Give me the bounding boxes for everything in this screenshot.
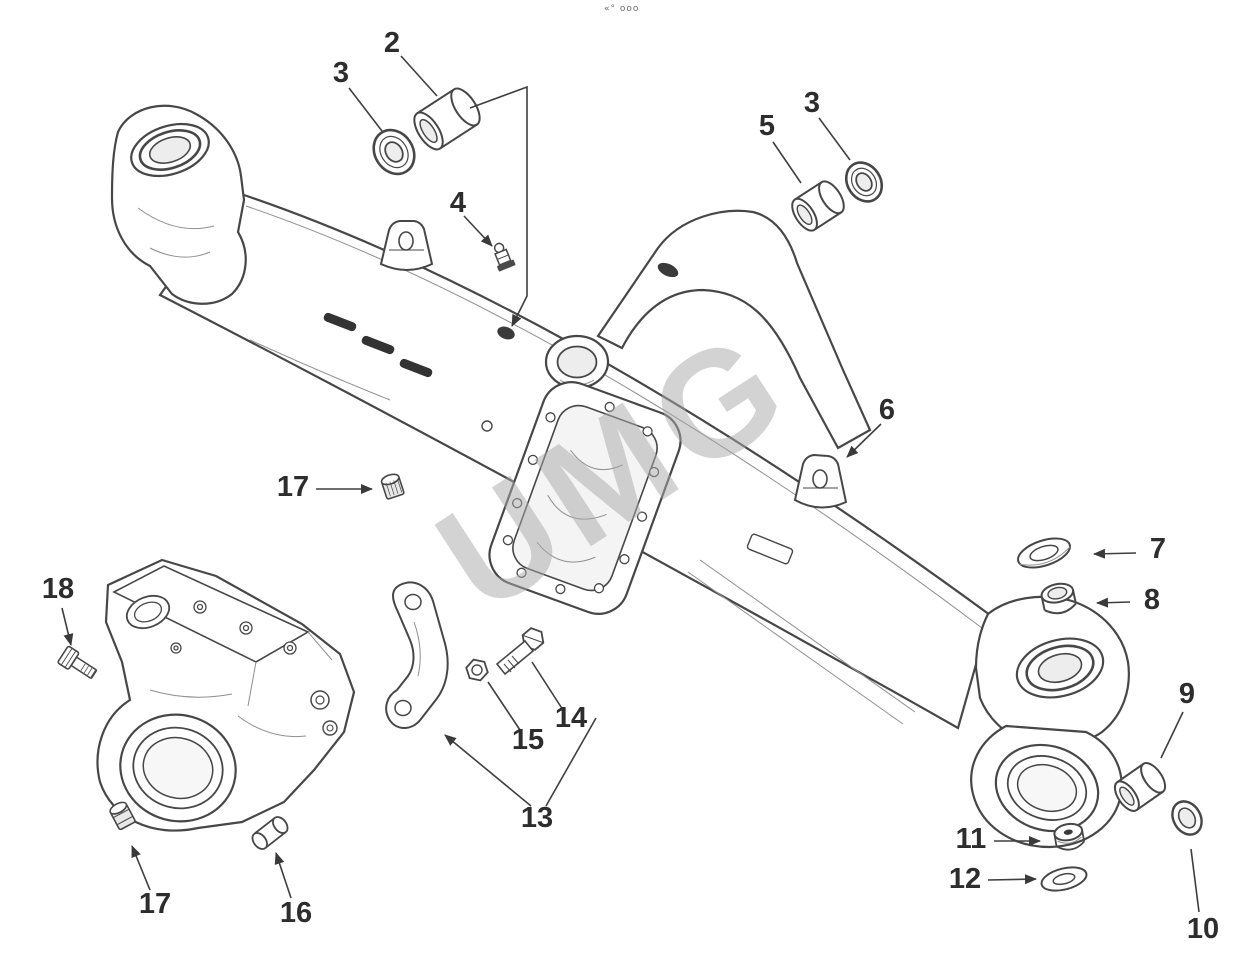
callout-label-4-2: 4 [450,187,466,219]
part-17-plug-lower [109,801,136,831]
callout-label-13-12: 13 [521,802,553,834]
spring-perch-front [379,220,434,271]
part-3-seal-right [844,161,884,203]
part-8-bushing [1040,582,1077,615]
leader-3-left [348,87,383,132]
beam-slot-plate [746,533,794,565]
carrier-flange-bolt-holes [170,600,297,655]
gooseneck-arm [596,209,872,450]
leader-12 [987,874,1037,885]
callout-label-15-14: 15 [512,724,544,756]
callout-label-6-5: 6 [879,394,895,426]
part-17-plug-upper [380,473,405,500]
left-kingpin-boss [110,104,247,305]
leader-18 [61,607,74,646]
small-bore-mark [481,420,493,432]
leader-9 [1160,711,1184,759]
flange-opening [512,404,658,592]
callout-label-8-7: 8 [1144,584,1160,616]
leader-15 [487,681,521,731]
leader-install-2-3 [469,85,528,327]
part-5-bushing [791,180,845,232]
gooseneck-slot [657,262,679,278]
callout-label-9-8: 9 [1179,678,1195,710]
leader-13-b [545,717,597,807]
callout-label-17-16: 17 [139,888,171,920]
top-artifact-text: «° ooo [604,4,640,14]
part-16-pin [251,816,289,850]
spring-perch-rear [793,453,848,509]
left-kingpin-bore [130,122,210,178]
trunnion-boss [544,334,610,390]
leader-10 [1190,848,1200,913]
carrier-housing [96,558,356,832]
right-kingpin-boss [974,595,1130,748]
nut-15 [465,658,489,682]
leader-17-lower [131,845,151,891]
part-3-seal-left [372,128,416,176]
part-12-washer [1040,866,1088,892]
leader-14 [531,661,564,711]
leader-8 [1096,597,1131,608]
callout-label-2-0: 2 [384,27,400,59]
part-10-seal [1171,800,1203,836]
differential-flange [488,381,682,615]
callout-label-18-18: 18 [42,573,74,605]
leader-7 [1093,548,1137,559]
callout-label-12-11: 12 [949,863,981,895]
trumpet-opening [970,724,1123,849]
part-2-bushing [413,87,481,151]
leader-lines [61,55,1200,913]
callout-label-10-9: 10 [1187,913,1219,945]
callout-label-3-4: 3 [804,87,820,119]
callout-label-14-13: 14 [555,702,587,734]
callout-label-17-17: 17 [277,471,309,503]
clamp-bracket [385,581,449,729]
leader-5 [772,141,802,184]
axle-housing [110,104,1130,849]
callout-label-16-15: 16 [280,897,312,929]
leader-3-right [818,117,851,161]
part-9-bushing [1113,762,1167,812]
leader-4 [463,215,493,247]
callout-label-11-10: 11 [956,823,987,855]
part-18-bolt [57,645,98,679]
part-7-washer [1017,537,1071,569]
bolt-14 [495,627,545,676]
flange-bolt-holes [502,401,660,595]
installed-fitting-mark [497,326,515,340]
leader-2 [400,55,438,97]
callout-label-7-6: 7 [1150,533,1166,565]
callout-label-5-3: 5 [759,110,775,142]
part-4-grease-fitting [493,242,516,272]
leader-13-a [444,734,532,807]
leader-6 [846,423,882,458]
beam-weld-slots [323,312,433,378]
carrier-bore [119,713,237,823]
right-kingpin-bore [1015,637,1105,699]
part-11-cap [1053,822,1086,851]
callout-label-3-1: 3 [333,57,349,89]
leader-16 [274,852,292,899]
